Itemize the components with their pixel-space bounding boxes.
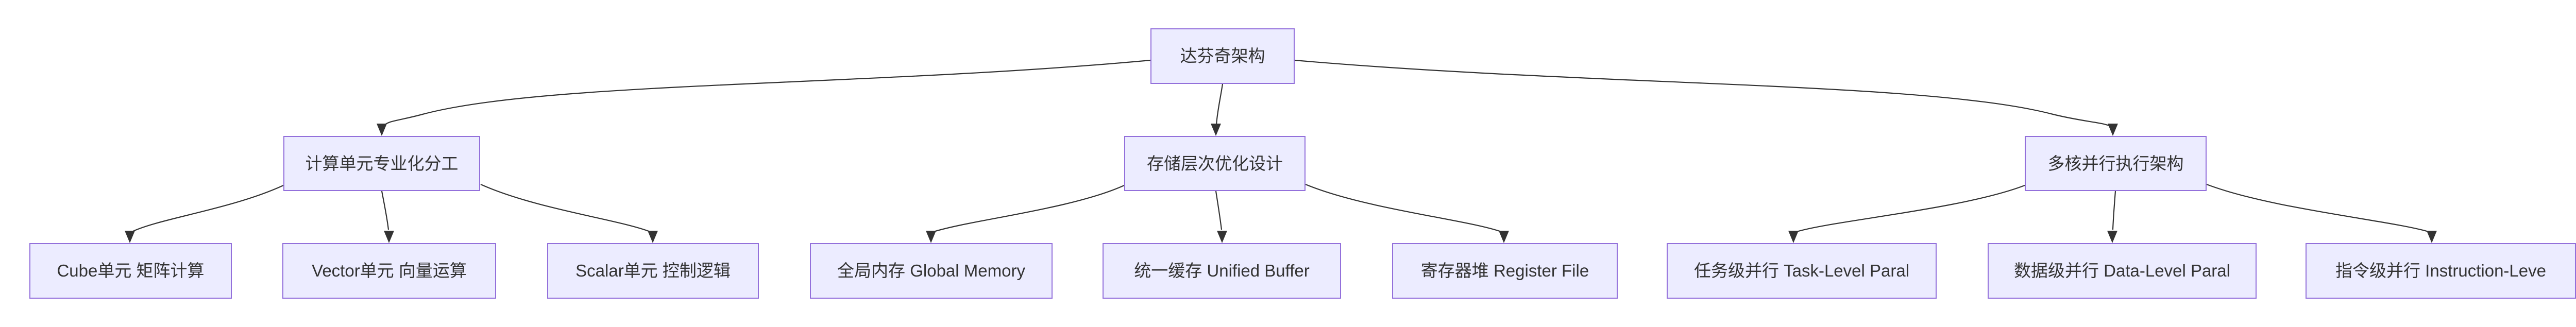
node-instruction-parallel-label: 指令级并行 Instruction-Leve (2335, 261, 2546, 281)
edge-multicore-instruction-parallel (2206, 183, 2429, 233)
edge-root-storage (1215, 83, 1224, 125)
arrowhead-register-file (1499, 231, 1509, 243)
node-global-memory-label: 全局内存 Global Memory (837, 261, 1025, 281)
node-compute: 计算单元专业化分工 (283, 136, 480, 191)
arrowhead-vector (384, 231, 394, 243)
arrowhead-unified-buffer (1217, 231, 1227, 243)
node-storage: 存储层次优化设计 (1124, 136, 1306, 191)
node-vector-label: Vector单元 向量运算 (312, 261, 467, 281)
node-task-parallel: 任务级并行 Task-Level Paral (1667, 243, 1937, 299)
arrowhead-storage (1211, 124, 1221, 136)
node-multicore: 多核并行执行架构 (2025, 136, 2207, 191)
node-vector: Vector单元 向量运算 (282, 243, 496, 299)
edge-compute-cube (131, 185, 284, 232)
node-data-parallel: 数据级并行 Data-Level Paral (1988, 243, 2257, 299)
edge-multicore-task-parallel (1796, 184, 2025, 233)
node-register-file-label: 寄存器堆 Register File (1420, 261, 1589, 281)
arrowhead-data-parallel (2107, 231, 2117, 243)
edge-storage-unified-buffer (1215, 191, 1223, 230)
arrowhead-compute (377, 124, 387, 136)
arrowhead-multicore (2108, 124, 2118, 136)
node-unified-buffer: 统一缓存 Unified Buffer (1103, 243, 1341, 299)
node-storage-label: 存储层次优化设计 (1147, 153, 1283, 173)
node-scalar: Scalar单元 控制逻辑 (547, 243, 759, 299)
node-data-parallel-label: 数据级并行 Data-Level Paral (2014, 261, 2230, 281)
arrowhead-task-parallel (1788, 231, 1799, 243)
edge-storage-register-file (1305, 183, 1502, 233)
edge-root-compute (382, 59, 1151, 127)
edge-compute-scalar (480, 183, 651, 233)
node-compute-label: 计算单元专业化分工 (305, 153, 459, 173)
node-task-parallel-label: 任务级并行 Task-Level Paral (1693, 261, 1910, 281)
edge-multicore-data-parallel (2112, 191, 2116, 230)
node-cube: Cube单元 矩阵计算 (29, 243, 232, 299)
node-global-memory: 全局内存 Global Memory (810, 243, 1053, 299)
node-cube-label: Cube单元 矩阵计算 (57, 261, 205, 281)
node-root-label: 达芬奇架构 (1180, 46, 1265, 66)
node-register-file: 寄存器堆 Register File (1392, 243, 1618, 299)
arrowhead-scalar (648, 231, 658, 243)
node-root: 达芬奇架构 (1150, 28, 1295, 84)
edge-root-multicore (1294, 59, 2113, 128)
edge-compute-vector (381, 191, 389, 230)
node-instruction-parallel: 指令级并行 Instruction-Leve (2306, 243, 2576, 299)
arrowhead-cube (125, 231, 135, 243)
node-scalar-label: Scalar单元 控制逻辑 (575, 261, 731, 281)
node-multicore-label: 多核并行执行架构 (2047, 153, 2184, 173)
arrowhead-instruction-parallel (2427, 231, 2437, 243)
node-unified-buffer-label: 统一缓存 Unified Buffer (1134, 261, 1310, 281)
arrowhead-global-memory (926, 231, 936, 243)
edge-storage-global-memory (933, 184, 1125, 233)
